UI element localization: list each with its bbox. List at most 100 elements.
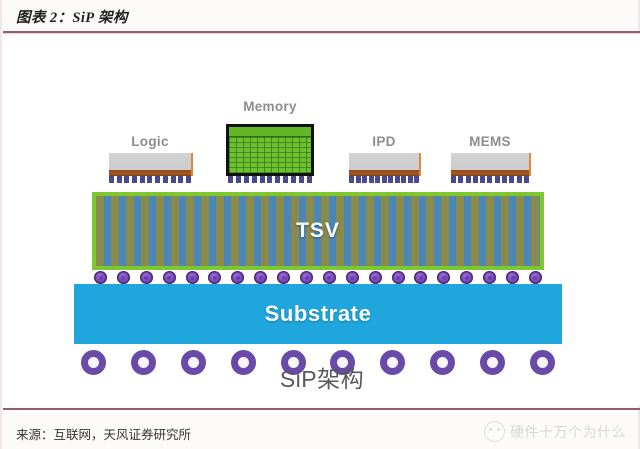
die-ipd (349, 153, 421, 183)
watermark-label: 硬件十万个为什么 (510, 423, 626, 440)
die-microbump-row (349, 176, 419, 183)
solder-bump (322, 271, 336, 284)
microbump (228, 176, 233, 183)
solder-bump (116, 271, 130, 284)
solder-ball (280, 350, 306, 375)
microbump (170, 176, 176, 183)
microbump (132, 176, 138, 183)
source-note: 来源：互联网，天风证券研究所 (16, 428, 192, 442)
microbump (306, 176, 312, 183)
microbump (147, 176, 153, 183)
figure-footer: 来源：互联网，天风证券研究所 硬件十万个为什么 (2, 410, 638, 449)
microbump (109, 176, 114, 183)
microbump (381, 176, 387, 183)
solder-bump (185, 271, 199, 284)
figure-title: 图表 2：SiP 架构 (16, 10, 128, 26)
header-divider-soft (3, 33, 640, 34)
die-metal-layer (109, 170, 193, 176)
microbump (487, 176, 493, 183)
microbump (243, 176, 249, 183)
solder-bump (231, 271, 245, 284)
die-label-ipd: IPD (372, 134, 396, 149)
die-body (109, 153, 193, 170)
solder-ball (529, 350, 555, 375)
microbump (275, 176, 281, 183)
die-logic (109, 153, 193, 183)
microbump (502, 176, 508, 183)
microbump (509, 176, 515, 183)
die-label-memory: Memory (243, 99, 297, 114)
diagram-caption: SiP架构 (279, 366, 365, 392)
microbump (355, 176, 361, 183)
solder-ball (330, 350, 356, 375)
solder-bump (300, 271, 314, 284)
microbump (139, 176, 145, 183)
die-metal-layer (349, 170, 421, 176)
solder-bump (460, 271, 474, 284)
die-mems (451, 153, 531, 183)
microbump (162, 176, 168, 183)
solder-ball (81, 350, 106, 375)
tsv-label: TSV (296, 219, 340, 242)
solder-bump (162, 271, 176, 284)
microbump (283, 176, 289, 183)
microbump (362, 176, 367, 183)
memory-top-layer (229, 127, 311, 137)
die-memory (226, 124, 314, 183)
microbump (185, 176, 191, 183)
substrate-label: Substrate (264, 301, 372, 326)
solder-bump (506, 271, 520, 284)
microbump (349, 176, 354, 183)
die-body (349, 153, 421, 170)
microbump (116, 176, 122, 183)
solder-ball (180, 350, 206, 375)
microbump (458, 176, 464, 183)
interposer-substrate-bump-row (94, 271, 542, 284)
microbump (465, 176, 471, 183)
microbump (267, 176, 273, 183)
microbump (388, 176, 393, 183)
solder-ball (230, 350, 256, 375)
microbump (259, 176, 265, 183)
figure-header: 图表 2：SiP 架构 (2, 0, 638, 31)
microbump (407, 176, 413, 183)
header-divider (3, 31, 640, 33)
solder-ball (480, 350, 505, 375)
substrate-layer: Substrate (74, 284, 562, 344)
die-label-mems: MEMS (469, 134, 511, 149)
memory-die-body (226, 124, 314, 176)
solder-bump (277, 271, 291, 284)
microbump (394, 176, 400, 183)
solder-bump (437, 271, 451, 284)
microbump (155, 176, 161, 183)
microbump (451, 176, 456, 183)
microbump (472, 176, 478, 183)
solder-bump (94, 271, 107, 284)
solder-ball (430, 350, 456, 375)
solder-ball (130, 350, 156, 375)
solder-bump (139, 271, 153, 284)
solder-bump (208, 271, 222, 284)
watermark: 硬件十万个为什么 (484, 421, 626, 442)
memory-microbump-row (228, 176, 312, 183)
microbump (375, 176, 380, 183)
microbump (235, 176, 241, 183)
solder-bump (345, 271, 359, 284)
microbump (494, 176, 500, 183)
microbump (523, 176, 529, 183)
die-body (451, 153, 531, 170)
solder-bump (483, 271, 497, 284)
solder-bump (414, 271, 428, 284)
solder-bump (368, 271, 382, 284)
footer-divider (3, 408, 640, 410)
microbump (291, 176, 297, 183)
microbump (299, 176, 305, 183)
microbump (251, 176, 257, 183)
die-label-logic: Logic (131, 134, 169, 149)
microbump (516, 176, 522, 183)
die-metal-layer (451, 170, 531, 176)
microbump (414, 176, 419, 183)
